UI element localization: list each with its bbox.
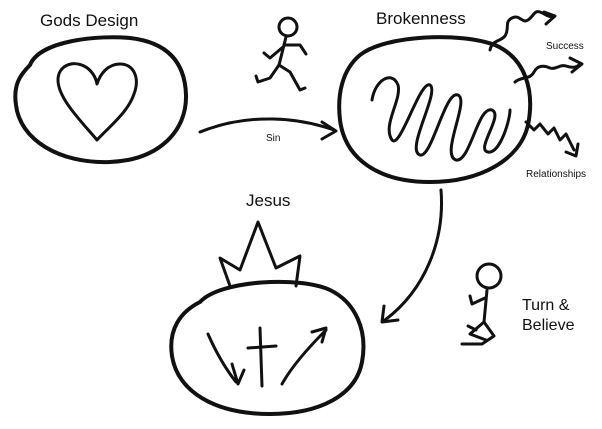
brokenness-circle <box>339 37 530 182</box>
heart-icon <box>58 64 136 140</box>
relationships-arrow <box>526 122 574 150</box>
kneeling-figure-icon <box>462 264 501 344</box>
running-figure-icon <box>256 18 306 90</box>
success-arrowhead <box>544 12 555 24</box>
brokenness-scribble <box>372 78 510 160</box>
sin-label: Sin <box>266 134 280 144</box>
success-arrow <box>490 12 554 50</box>
sin-arrowhead <box>322 122 336 139</box>
relationships-label: Relationships <box>526 170 586 180</box>
success-label: Success <box>546 42 584 52</box>
jesus-label: Jesus <box>246 192 290 209</box>
gods-design-circle <box>15 37 186 162</box>
sin-arrow <box>200 119 334 132</box>
crown-icon <box>220 222 300 286</box>
turn-arrow <box>385 190 442 320</box>
cross-vertical <box>260 328 262 386</box>
down-arrow-icon <box>208 334 236 382</box>
turn-believe-label-line2: Believe <box>522 316 574 336</box>
up-arrow-icon <box>282 330 326 384</box>
cross-horizontal <box>248 346 276 348</box>
turn-believe-label-line1: Turn & <box>522 296 569 316</box>
brokenness-label: Brokenness <box>376 10 466 27</box>
gods-design-label: Gods Design <box>40 12 138 29</box>
